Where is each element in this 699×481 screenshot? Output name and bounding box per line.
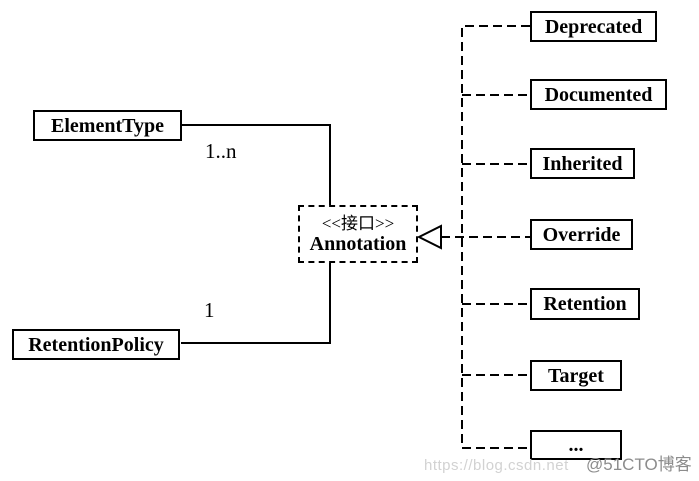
class-box-target: Target xyxy=(530,360,622,391)
class-box-override: Override xyxy=(530,219,633,250)
connector-elementtype-annotation xyxy=(182,124,331,206)
interface-box-annotation: <<接口>> Annotation xyxy=(298,205,418,263)
class-box-retention: Retention xyxy=(530,288,640,320)
multiplicity-label-1n: 1..n xyxy=(205,139,237,163)
class-box-retentionpolicy: RetentionPolicy xyxy=(12,329,180,360)
class-box-documented: Documented xyxy=(530,79,667,110)
class-box-elementtype: ElementType xyxy=(33,110,182,141)
connector-retentionpolicy-annotation xyxy=(181,262,331,344)
class-box-deprecated: Deprecated xyxy=(530,11,657,42)
interface-stereotype: <<接口>> xyxy=(321,213,395,233)
class-box-ellipsis: ... xyxy=(530,430,622,460)
interface-name: Annotation xyxy=(309,232,407,255)
realization-spine xyxy=(461,25,530,449)
class-box-inherited: Inherited xyxy=(530,148,635,179)
realization-arrow-icon xyxy=(416,224,442,250)
multiplicity-label-1: 1 xyxy=(204,298,215,322)
